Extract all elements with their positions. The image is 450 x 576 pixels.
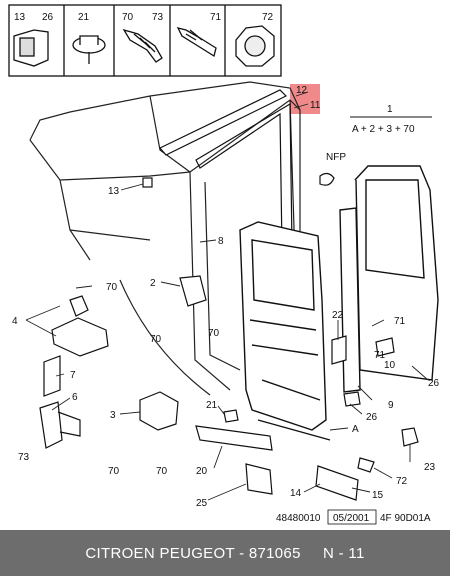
inset-label: 21 — [78, 12, 90, 23]
callout: 73 — [18, 452, 30, 463]
hinge-parts — [39, 172, 419, 501]
callout: 25 — [196, 498, 208, 509]
right-door — [339, 165, 439, 393]
callout: 9 — [388, 400, 394, 411]
callout: 70 — [150, 334, 162, 345]
callout: 4 — [12, 316, 18, 327]
callout: 2 — [150, 278, 156, 289]
callout: 70 — [106, 282, 118, 293]
callout: 22 — [332, 310, 344, 321]
callout: 23 — [424, 462, 436, 473]
rear-door — [239, 221, 331, 441]
inset-label: 26 — [42, 12, 54, 23]
formula: 1 A + 2 + 3 + 70 — [350, 104, 432, 135]
callout: 70 — [108, 466, 120, 477]
formula-bottom: A + 2 + 3 + 70 — [352, 124, 415, 135]
callout: 3 — [110, 410, 116, 421]
callout: 72 — [396, 476, 408, 487]
callout: 26 — [366, 412, 378, 423]
callout: 70 — [156, 466, 168, 477]
callout: 21 — [206, 400, 218, 411]
footer-bar: CITROEN PEUGEOT - 871065 N - 11 — [0, 530, 450, 576]
inset-label: 73 — [152, 12, 164, 23]
leader-lines — [25, 91, 429, 501]
callout: 6 — [72, 392, 78, 403]
callout: 26 — [428, 378, 440, 389]
ref-date: 05/2001 — [333, 513, 370, 524]
callout: A — [352, 424, 359, 435]
callout: 8 — [218, 236, 224, 247]
footer-text: CITROEN PEUGEOT - 871065 N - 11 — [85, 544, 365, 562]
callout-group: 12 11 NFP 13 8 2 70 70 4 70 7 6 3 73 70 … — [12, 85, 440, 509]
inset-label: 70 — [122, 12, 134, 23]
callout: 14 — [290, 488, 302, 499]
callout: 70 — [208, 328, 220, 339]
reference: 48480010 05/2001 4F 90D01A — [276, 509, 431, 525]
callout: 12 — [296, 85, 308, 96]
ref-model: 4F 90D01A — [380, 513, 431, 524]
callout: 71 — [374, 350, 386, 361]
callout: 13 — [108, 186, 120, 197]
callout: 7 — [70, 370, 76, 381]
callout: 11 — [310, 100, 321, 111]
callout: 71 — [394, 316, 406, 327]
callout: 10 — [384, 360, 396, 371]
inset-label-group: 13 26 21 70 73 71 72 — [14, 12, 274, 23]
parts-diagram: 13 26 21 70 73 71 72 — [8, 4, 440, 525]
callout: 20 — [196, 466, 208, 477]
parts-inset — [8, 4, 282, 77]
inset-label: 71 — [210, 12, 222, 23]
callout: NFP — [326, 152, 346, 163]
ref-code: 48480010 — [276, 513, 321, 524]
inset-label: 13 — [14, 12, 26, 23]
formula-top: 1 — [387, 104, 393, 115]
inset-label: 72 — [262, 12, 274, 23]
callout: 15 — [372, 490, 384, 501]
